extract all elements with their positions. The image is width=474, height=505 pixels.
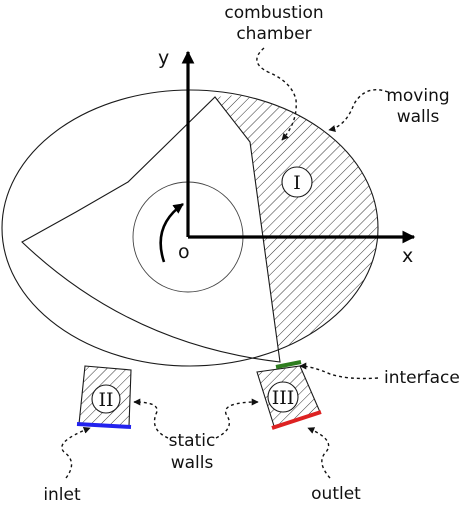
region-i-label: I [293,172,301,194]
static-walls-label-line1: static [169,431,216,451]
static-walls-label-line2: walls [171,453,214,473]
outlet-boundary [271,410,322,430]
region-ii-badge [91,384,121,414]
static-walls-leader-left [133,398,169,439]
region-iii-label: III [272,387,295,409]
combustion-chamber-label-line2: chamber [236,24,311,44]
rotation-arrow [159,202,184,263]
static-walls-leader-right [215,398,259,439]
origin-label: o [178,241,190,263]
outlet-label: outlet [311,484,361,504]
y-axis-label: y [158,47,169,69]
inlet-label: inlet [43,485,81,505]
combustion-chamber-leader [256,47,297,141]
inlet-leader [61,427,91,479]
interface-leader [299,362,379,380]
combustion-chamber-region [215,90,378,362]
interface-label: interface [384,368,460,388]
moving-walls-leader [328,89,389,132]
interface-boundary [275,360,302,369]
inlet-boundary [76,422,132,429]
region-ii-label: II [98,389,113,411]
moving-walls-label-line1: moving [386,86,449,106]
moving-walls-label-line2: walls [397,107,440,127]
region-i-badge [281,166,313,198]
region-iii-badge [267,381,299,413]
combustion-chamber-label-line1: combustion [224,3,323,23]
x-axis-label: x [402,245,413,267]
outlet-leader [307,427,331,479]
rotor [21,96,281,363]
